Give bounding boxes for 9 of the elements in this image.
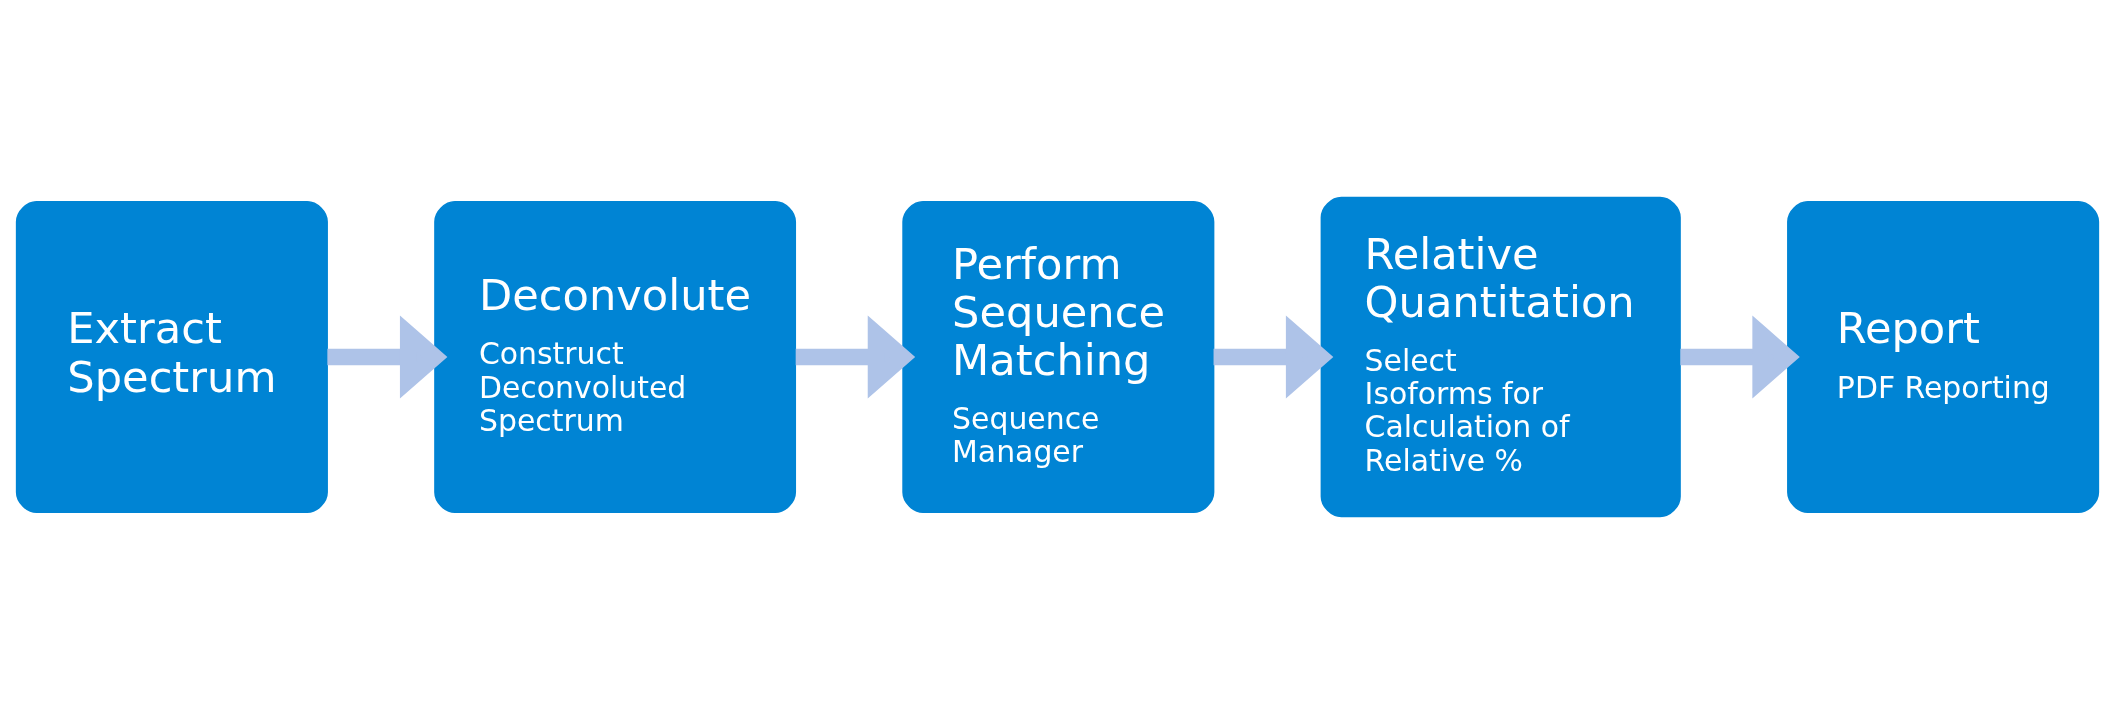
arrow: [1213, 315, 1334, 399]
arrow: [795, 315, 916, 399]
node-box: Report PDF Reporting: [1787, 200, 2100, 514]
arrow: [1680, 315, 1800, 399]
node-box: Relative Quantitation Select Isoforms for Calculation of Relative %: [1320, 196, 1681, 518]
node-box: Deconvolute Construct Deconvoluted Spectrum: [434, 200, 797, 514]
arrow: [327, 315, 448, 399]
node-box: Perform Sequence Matching Sequence Manager: [902, 200, 1215, 514]
node-box: Extract Spectrum: [15, 200, 328, 514]
